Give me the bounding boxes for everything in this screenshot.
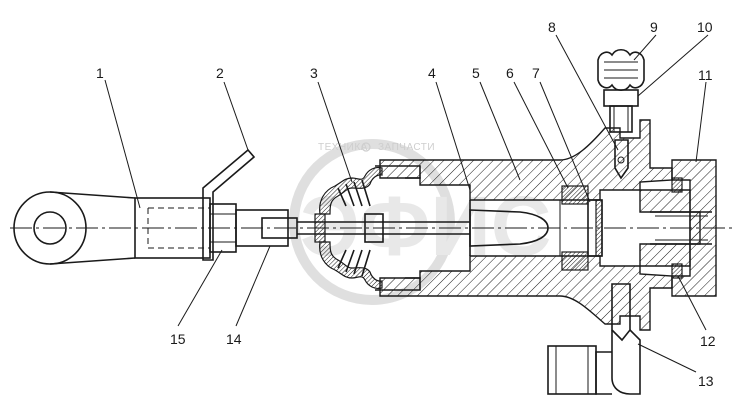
part-13-elbow	[547, 283, 641, 395]
callout-13: 13	[698, 373, 714, 389]
callout-5: 5	[472, 65, 480, 81]
callout-3: 3	[310, 65, 318, 81]
watermark-text-right: ЗАПЧАСТИ	[378, 142, 435, 153]
part-2-bracket	[202, 148, 256, 261]
callout-4: 4	[428, 65, 436, 81]
callout-12: 12	[700, 333, 716, 349]
part-7-seat	[587, 199, 603, 257]
callout-15: 15	[170, 331, 186, 347]
part-5-cylinder-body	[379, 119, 673, 331]
callout-14: 14	[226, 331, 242, 347]
callout-8: 8	[548, 19, 556, 35]
callout-1: 1	[96, 65, 104, 81]
part-4-piston	[440, 209, 549, 247]
part-12-gasket	[671, 177, 683, 279]
callout-10: 10	[697, 19, 713, 35]
part-8-valve	[614, 139, 629, 180]
callout-2: 2	[216, 65, 224, 81]
rod-eye	[13, 191, 136, 265]
callout-labels: 1 2 3 4 5 6 7 8 9 10 11 12 13 14 15	[96, 19, 716, 389]
leader-lines	[104, 34, 709, 373]
callout-9: 9	[650, 19, 658, 35]
callout-6: 6	[506, 65, 514, 81]
part-6-cup-seal	[561, 185, 589, 271]
part-10-fitting	[603, 89, 639, 133]
callout-11: 11	[698, 67, 713, 83]
spring-coils	[337, 179, 371, 277]
callout-7: 7	[532, 65, 540, 81]
part-9-bleeder-cap	[597, 48, 645, 92]
watermark-text-left: ТЕХНИКА	[318, 142, 368, 153]
